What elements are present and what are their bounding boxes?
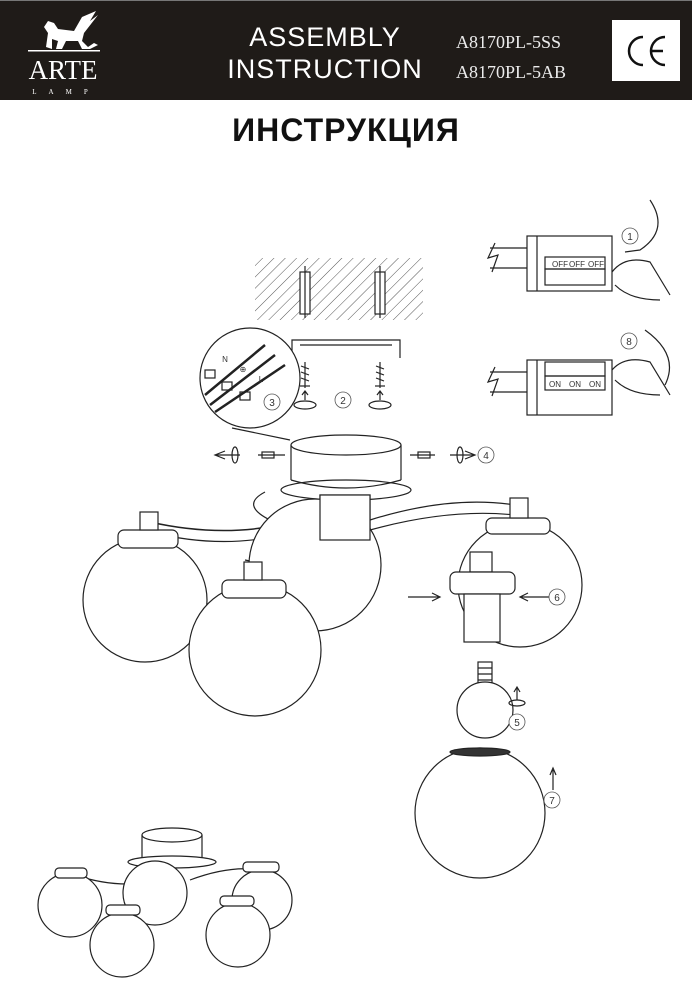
step-number: 1 <box>627 232 633 243</box>
wire-label-earth: ⊕ <box>240 365 247 374</box>
step-number: 6 <box>554 593 560 604</box>
step-number: 3 <box>269 398 275 409</box>
switch-label-off: OFF <box>569 260 585 269</box>
switch-label-off: OFF <box>552 260 568 269</box>
switch-on-diagram <box>486 329 671 416</box>
switch-label-on: ON <box>569 380 581 389</box>
switch-label-on: ON <box>549 380 561 389</box>
mounting-bracket <box>291 339 401 358</box>
brand-subtitle: LAMP <box>32 88 100 96</box>
screw-left <box>300 362 310 388</box>
winged-lion-icon <box>28 11 100 52</box>
screw-right <box>375 362 385 388</box>
model-numbers: A8170PL-5SS A8170PL-5AB <box>456 27 566 87</box>
title-line-2: INSTRUCTION <box>227 54 423 84</box>
globe-left <box>82 537 208 663</box>
header-banner: ARTE LAMP ASSEMBLY INSTRUCTION A8170PL-5… <box>0 0 692 100</box>
ce-mark <box>612 20 680 81</box>
step-number: 5 <box>514 718 520 729</box>
model-number: A8170PL-5SS <box>456 32 562 52</box>
canopy <box>290 434 402 456</box>
title-line-1: ASSEMBLY <box>249 22 401 52</box>
wall-anchor-left <box>299 266 311 318</box>
switch-off-diagram <box>486 199 671 301</box>
ceiling-hatch <box>255 258 423 320</box>
step-number: 8 <box>626 337 632 348</box>
wall-anchor-right <box>374 266 386 318</box>
socket-holder <box>449 571 516 595</box>
brand-name: ARTE <box>28 55 98 85</box>
light-bulb <box>456 681 514 739</box>
step-number: 4 <box>483 451 489 462</box>
page-title: ИНСТРУКЦИЯ <box>232 112 460 148</box>
glass-shade <box>414 747 546 879</box>
switch-label-off: OFF <box>588 260 604 269</box>
wire-label-neutral: N <box>222 355 228 364</box>
model-number: A8170PL-5AB <box>456 62 567 82</box>
document-title: ASSEMBLY INSTRUCTION <box>210 21 440 85</box>
switch-label-on: ON <box>589 380 601 389</box>
ce-icon <box>627 35 666 66</box>
brand-logo: ARTE LAMP <box>18 9 108 96</box>
assembled-lamp-preview <box>37 827 293 978</box>
globe-front <box>188 583 322 717</box>
bulb-base <box>477 661 493 685</box>
step-number: 2 <box>340 396 346 407</box>
step-number: 7 <box>549 796 555 807</box>
wire-label-live: L <box>259 375 264 384</box>
